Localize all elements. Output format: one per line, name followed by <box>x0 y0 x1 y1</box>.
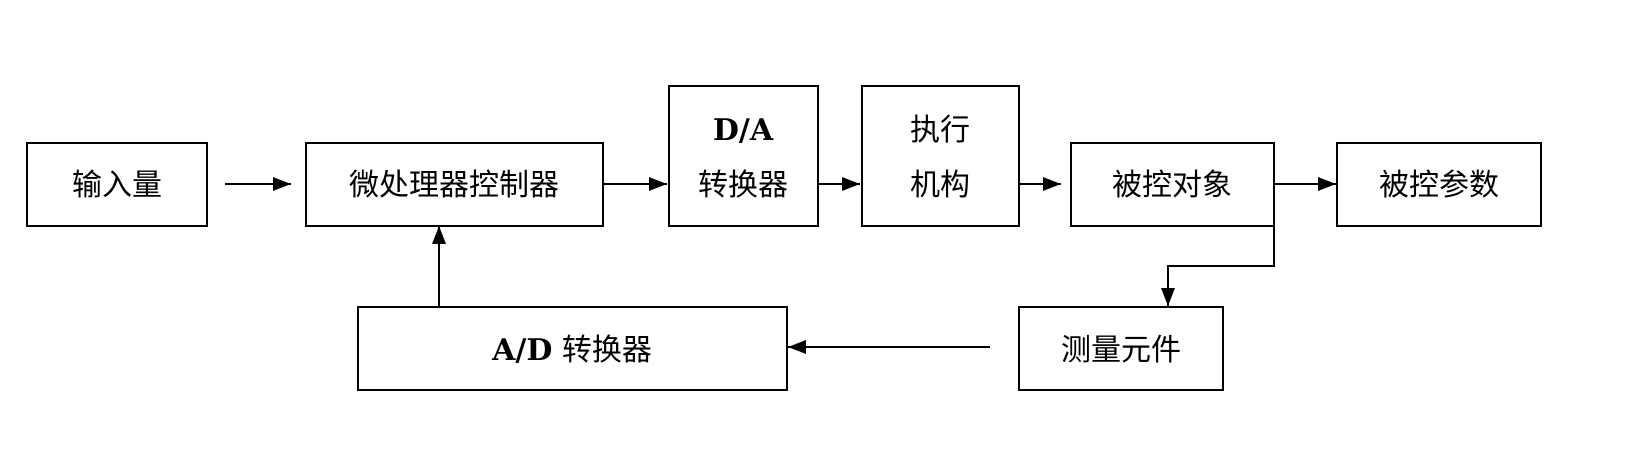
ad-converter-node: A/D 转换器 <box>357 306 788 391</box>
controller-label: 微处理器控制器 <box>349 168 559 203</box>
ad-converter-label: A/D 转换器 <box>491 333 652 368</box>
da-converter-line1: D/A <box>713 113 774 148</box>
sensor-label: 测量元件 <box>1061 333 1181 368</box>
arrow-plant-to-sensor <box>1161 226 1275 306</box>
da-converter-node: D/A 转换器 <box>668 85 819 227</box>
output-label: 被控参数 <box>1379 168 1499 203</box>
actuator-node: 执行 机构 <box>861 85 1020 227</box>
plant-label: 被控对象 <box>1112 168 1232 203</box>
actuator-line1: 执行 <box>910 113 970 148</box>
sensor-node: 测量元件 <box>1018 306 1224 391</box>
output-node: 被控参数 <box>1336 142 1542 227</box>
plant-node: 被控对象 <box>1070 142 1275 227</box>
actuator-line2: 机构 <box>910 168 970 203</box>
input-label: 输入量 <box>72 168 162 203</box>
controller-node: 微处理器控制器 <box>305 142 604 227</box>
input-node: 输入量 <box>26 142 208 227</box>
da-converter-line2: 转换器 <box>698 168 788 203</box>
